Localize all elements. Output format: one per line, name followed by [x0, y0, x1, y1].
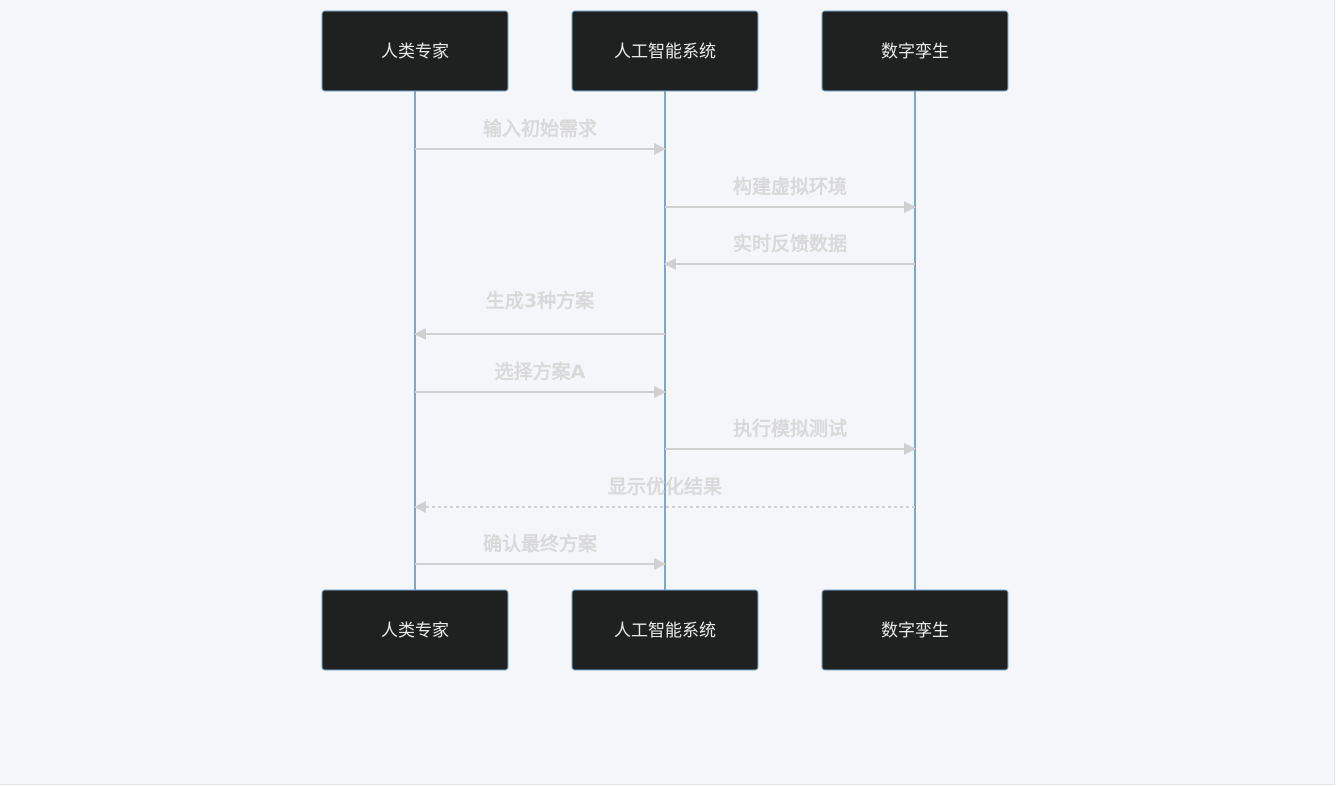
actor-ai-top[interactable]: 人工智能系统: [571, 10, 759, 92]
actor-box: [571, 10, 759, 92]
actor-box: [321, 10, 509, 92]
message-label: 实时反馈数据: [733, 232, 847, 255]
message-3: 实时反馈数据: [664, 232, 915, 270]
message-label: 生成3种方案: [486, 289, 595, 312]
actor-label: 数字孪生: [881, 42, 949, 62]
message-1: 输入初始需求: [415, 117, 666, 155]
message-6: 执行模拟测试: [665, 417, 916, 455]
actor-label: 人类专家: [381, 621, 449, 641]
message-5: 选择方案A: [415, 360, 666, 398]
message-7: 显示优化结果: [414, 475, 915, 513]
message-2: 构建虚拟环境: [665, 175, 916, 213]
actor-ai-bottom[interactable]: 人工智能系统: [571, 589, 759, 671]
actor-label: 人工智能系统: [614, 621, 716, 641]
actor-box: [821, 10, 1009, 92]
message-label: 显示优化结果: [608, 475, 722, 498]
message-label: 选择方案A: [495, 360, 586, 383]
actor-box: [571, 589, 759, 671]
actor-label: 人类专家: [381, 42, 449, 62]
message-label: 构建虚拟环境: [733, 175, 847, 198]
actor-expert-top[interactable]: 人类专家: [321, 10, 509, 92]
message-4: 生成3种方案: [414, 289, 665, 340]
actor-expert-bottom[interactable]: 人类专家: [321, 589, 509, 671]
actor-label: 数字孪生: [881, 621, 949, 641]
message-label: 确认最终方案: [483, 532, 598, 555]
actor-twin-bottom[interactable]: 数字孪生: [821, 589, 1009, 671]
actor-box: [821, 589, 1009, 671]
actor-twin-top[interactable]: 数字孪生: [821, 10, 1009, 92]
actor-box: [321, 589, 509, 671]
message-label: 执行模拟测试: [733, 417, 847, 440]
message-8: 确认最终方案: [415, 532, 666, 570]
actor-label: 人工智能系统: [614, 42, 716, 62]
message-label: 输入初始需求: [483, 117, 598, 140]
